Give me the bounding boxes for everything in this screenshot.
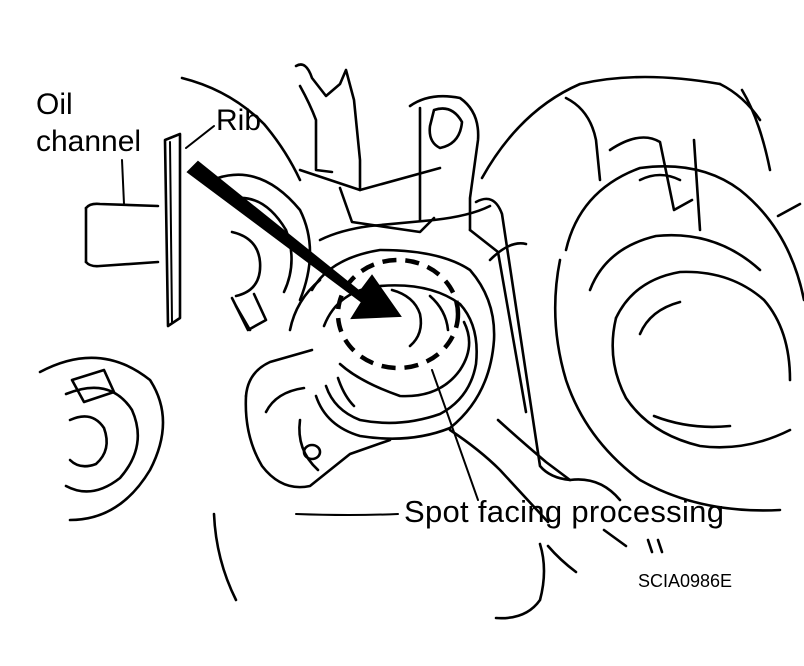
oil-channel-pipe xyxy=(84,159,160,268)
bolt-hole xyxy=(302,443,322,461)
figure-code: SCIA0986E xyxy=(638,571,733,591)
right-housing xyxy=(212,75,722,620)
spot-facing-leader-line-2 xyxy=(295,513,399,516)
spot-facing-boss xyxy=(310,248,496,440)
lower-mounting-plate xyxy=(244,204,492,489)
upper-bracket xyxy=(180,63,480,234)
pointer-arrow xyxy=(186,160,402,320)
right-cylinder-bore xyxy=(553,82,804,512)
left-bearing-housing xyxy=(216,173,312,332)
oil-channel-label-line2: channel xyxy=(36,125,142,158)
rib-leader-line xyxy=(185,125,215,149)
spot-facing-leader-line xyxy=(431,369,479,501)
lower-left-bore xyxy=(38,356,165,522)
spot-facing-marker-circle xyxy=(335,257,461,371)
spot-facing-label: Spot facing processing xyxy=(404,494,725,529)
rib-plate xyxy=(163,132,182,328)
oil-channel-label-line1: Oil xyxy=(36,88,73,121)
rib-label: Rib xyxy=(216,104,262,137)
